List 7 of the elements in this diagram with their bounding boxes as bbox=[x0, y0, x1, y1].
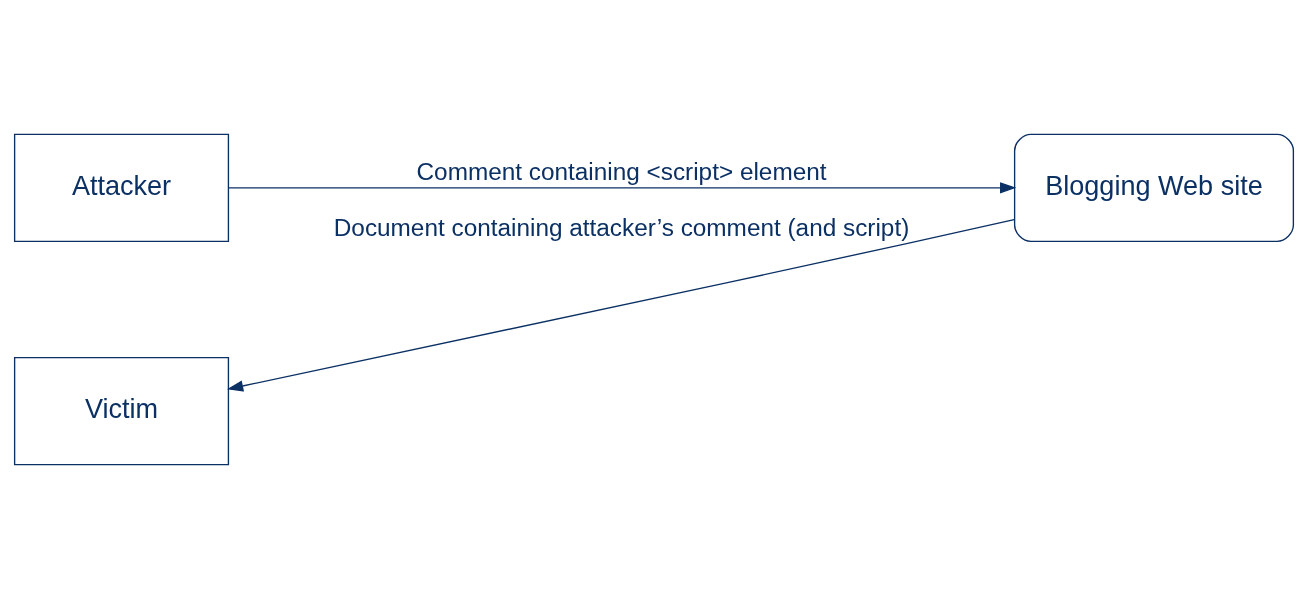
node-box: Attacker bbox=[13, 133, 230, 242]
node-box: Victim bbox=[13, 356, 230, 465]
edge-label: Document containing attacker’s comment (and script) bbox=[333, 213, 910, 241]
arrow bbox=[228, 181, 1017, 194]
edge-label: Comment containing <script> element bbox=[416, 157, 827, 185]
node-box: Blogging Web site bbox=[1013, 133, 1295, 242]
arrow bbox=[226, 218, 1015, 392]
